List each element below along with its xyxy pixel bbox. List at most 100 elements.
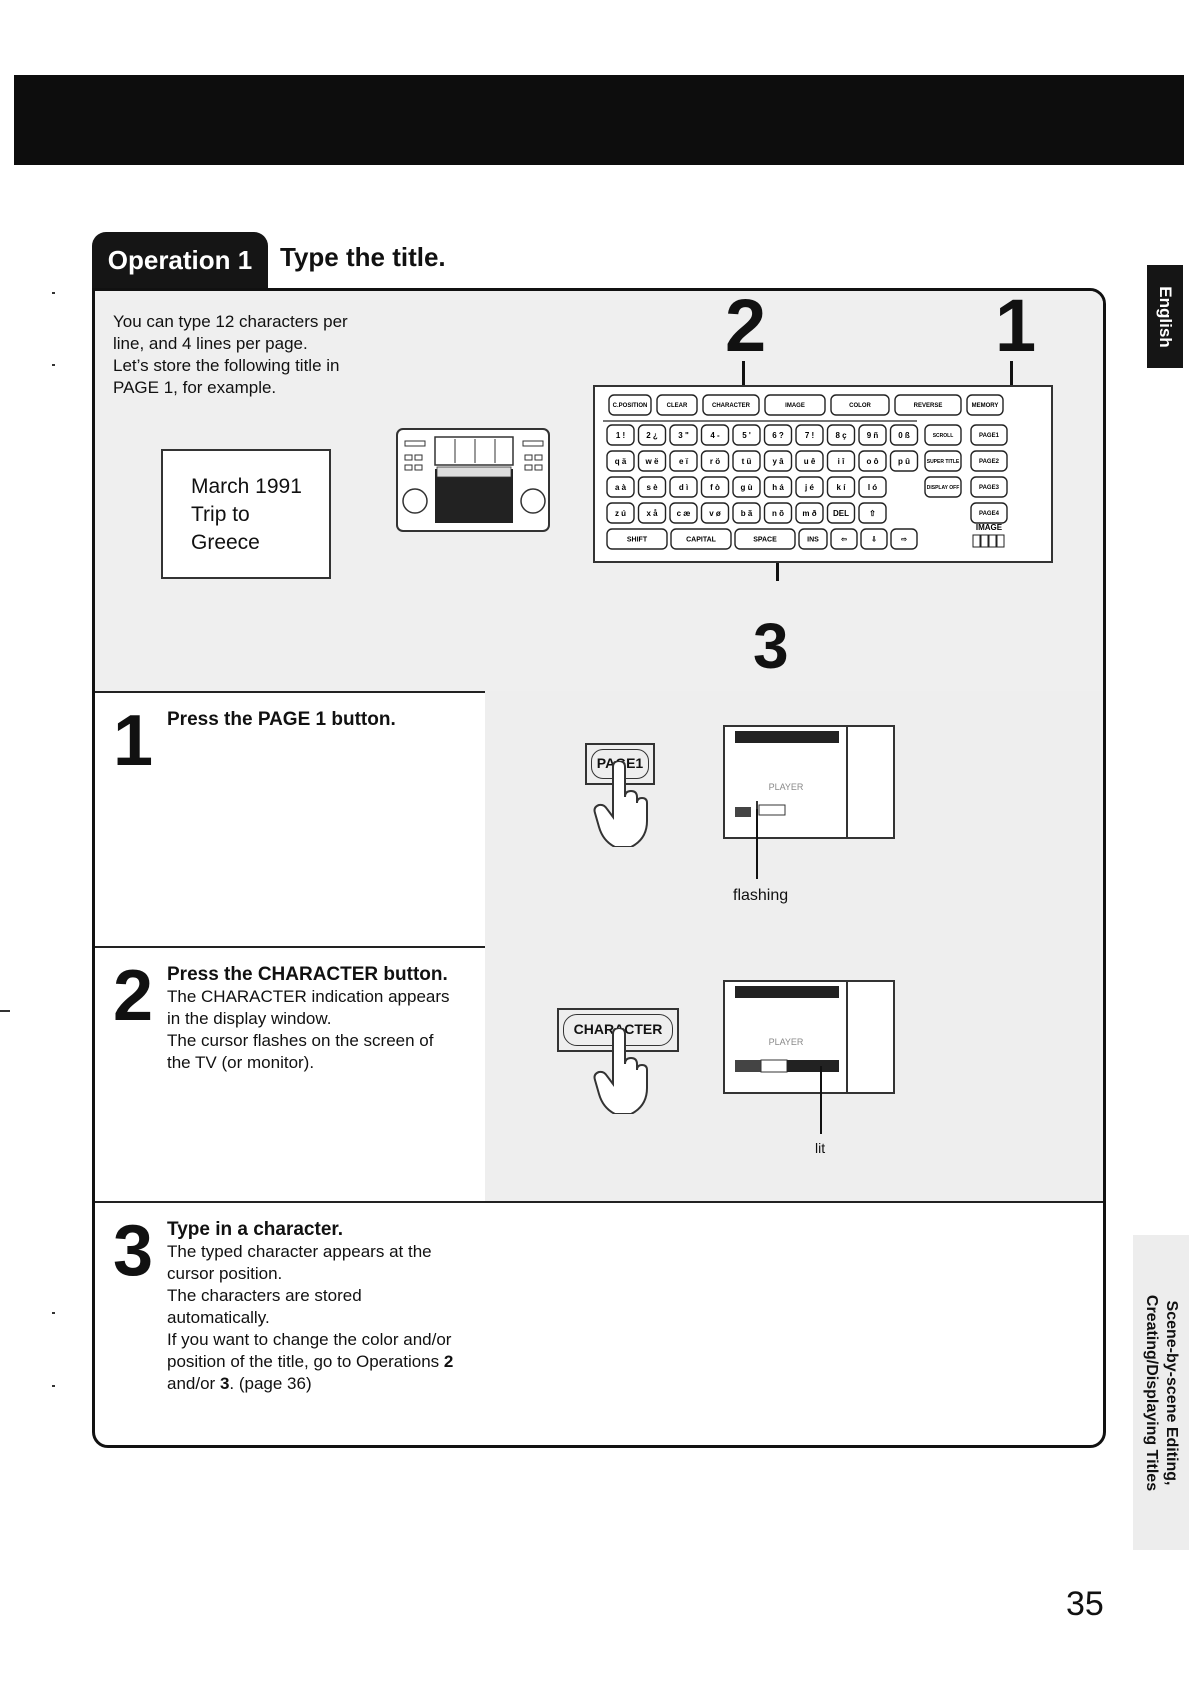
step-body-line: If you want to change the color and/or [167,1330,452,1349]
title-example-box: March 1991 Trip to Greece [161,449,331,579]
svg-text:z ú: z ú [615,509,626,518]
svg-text:4 -: 4 - [710,431,720,440]
svg-text:COLOR: COLOR [849,403,871,409]
keyboard-character-key: 5 ' [732,424,761,446]
svg-text:h á: h á [772,483,784,492]
keyboard-function-key: IMAGE [764,394,826,416]
keyboard-edit-key: ⇦ [830,528,858,550]
keyboard-function-key: MEMORY [966,394,1004,416]
step-text: Press the CHARACTER button. The CHARACTE… [167,964,477,1074]
intro-line: line, and 4 lines per page. [113,334,308,353]
keyboard-character-key: i î [826,450,856,472]
svg-text:v ø: v ø [709,509,721,518]
keyboard-character-key: 2 ¿ [637,424,667,446]
keyboard-character-key: o ô [858,450,887,472]
operation-ref: 2 [443,1352,454,1371]
step-body-line: The cursor flashes on the screen of [167,1031,434,1050]
svg-text:r ö: r ö [710,457,720,466]
screen-header: PLAYER [768,782,804,792]
svg-text:9 ñ: 9 ñ [867,431,879,440]
keyboard-character-key: d ì [669,476,698,498]
intro-line: PAGE 1, for example. [113,378,277,397]
svg-text:y â: y â [772,457,784,466]
step-text: Type in a character. The typed character… [167,1219,477,1395]
svg-text:CAPITAL: CAPITAL [686,536,717,543]
keyboard-edit-key: CAPITAL [670,528,732,550]
keyboard-character-key: p û [889,450,919,472]
intro-section: You can type 12 characters per line, and… [95,291,1103,693]
svg-text:DEL: DEL [833,509,849,518]
header-black-band [14,75,1184,165]
keyboard-character-key: h á [763,476,793,498]
keyboard-character-key: 7 ! [795,424,824,446]
keyboard-character-key: l ó [858,476,887,498]
svg-text:SCROLL: SCROLL [933,433,954,439]
keyboard-function-key: CLEAR [656,394,698,416]
svg-text:DISPLAY OFF: DISPLAY OFF [927,485,960,491]
language-tab-label: English [1156,285,1175,348]
svg-text:t ü: t ü [742,457,752,466]
keyboard-edit-key: SHIFT [606,528,668,550]
keyboard-character-key: w ë [637,450,667,472]
svg-text:REVERSE: REVERSE [914,403,943,409]
keyboard-character-key: 9 ñ [858,424,887,446]
svg-text:k í: k í [837,483,847,492]
callout-line [820,1066,822,1134]
keyboard-character-key: 8 ç [826,424,856,446]
keyboard-character-key: 0 ß [889,424,919,446]
svg-text:PAGE3: PAGE3 [979,485,1000,491]
svg-text:SHIFT: SHIFT [627,536,648,543]
keyboard-character-key: m ð [795,502,824,524]
svg-text:SPACE: SPACE [753,536,777,543]
step-heading: Type in a character. [167,1219,344,1240]
keyboard-side-key: SCROLL [924,424,962,446]
keyboard-character-key: c æ [669,502,698,524]
operation-tab: Operation 1 [92,232,268,288]
margin-mark [0,1010,10,1012]
svg-text:8 ç: 8 ç [835,431,847,440]
keyboard-function-key: C.POSITION [608,394,652,416]
pointing-hand-icon [593,1028,648,1114]
step-number: 1 [113,701,154,781]
image-label: IMAGE [976,523,1003,532]
keyboard-character-key: j é [795,476,824,498]
svg-text:s è: s è [646,483,658,492]
operation-ref: 3 [219,1374,230,1393]
step-body-line: in the display window. [167,1009,332,1028]
keyboard-page-key: PAGE3 [970,476,1008,498]
svg-text:l ó: l ó [868,483,877,492]
svg-text:f ò: f ò [710,483,720,492]
keyboard-character-key: x å [637,502,667,524]
margin-mark [52,364,55,366]
svg-text:7 !: 7 ! [805,431,814,440]
keyboard-character-key: v ø [700,502,730,524]
step-heading: Press the PAGE 1 button. [167,709,396,730]
svg-text:⇩: ⇩ [871,535,877,543]
svg-text:PAGE2: PAGE2 [979,459,1000,465]
section-side-label: Scene-by-scene Editing, Creating/Display… [1133,1235,1189,1550]
svg-text:3 ": 3 " [678,431,689,440]
svg-text:CHARACTER: CHARACTER [712,403,751,409]
keyboard-edit-key: SPACE [734,528,796,550]
svg-text:j é: j é [804,483,814,492]
svg-text:INS: INS [807,536,819,543]
text-run: and/or [167,1374,220,1393]
keyboard-side-key: DISPLAY OFF [924,476,962,498]
keyboard-page-key: PAGE1 [970,424,1008,446]
operation-panel: You can type 12 characters per line, and… [92,288,1106,1448]
step-body-line: The typed character appears at the [167,1242,432,1261]
svg-text:⇧: ⇧ [869,509,876,518]
step-2-section: 2 Press the CHARACTER button. The CHARAC… [95,946,1103,1203]
svg-text:2 ¿: 2 ¿ [646,431,658,440]
keyboard-edit-key: INS [798,528,828,550]
svg-text:IMAGE: IMAGE [785,403,805,409]
svg-text:d ì: d ì [679,483,688,492]
step-3-section: 3 Type in a character. The typed charact… [95,1201,1103,1445]
operation-title: Type the title. [280,242,446,272]
callout-number: 1 [995,288,1037,367]
keyboard-character-key: y â [763,450,793,472]
step-body-line: cursor position. [167,1264,283,1283]
callout-number: 3 [753,610,789,682]
svg-text:⇨: ⇨ [901,536,907,543]
margin-mark [52,1385,55,1387]
